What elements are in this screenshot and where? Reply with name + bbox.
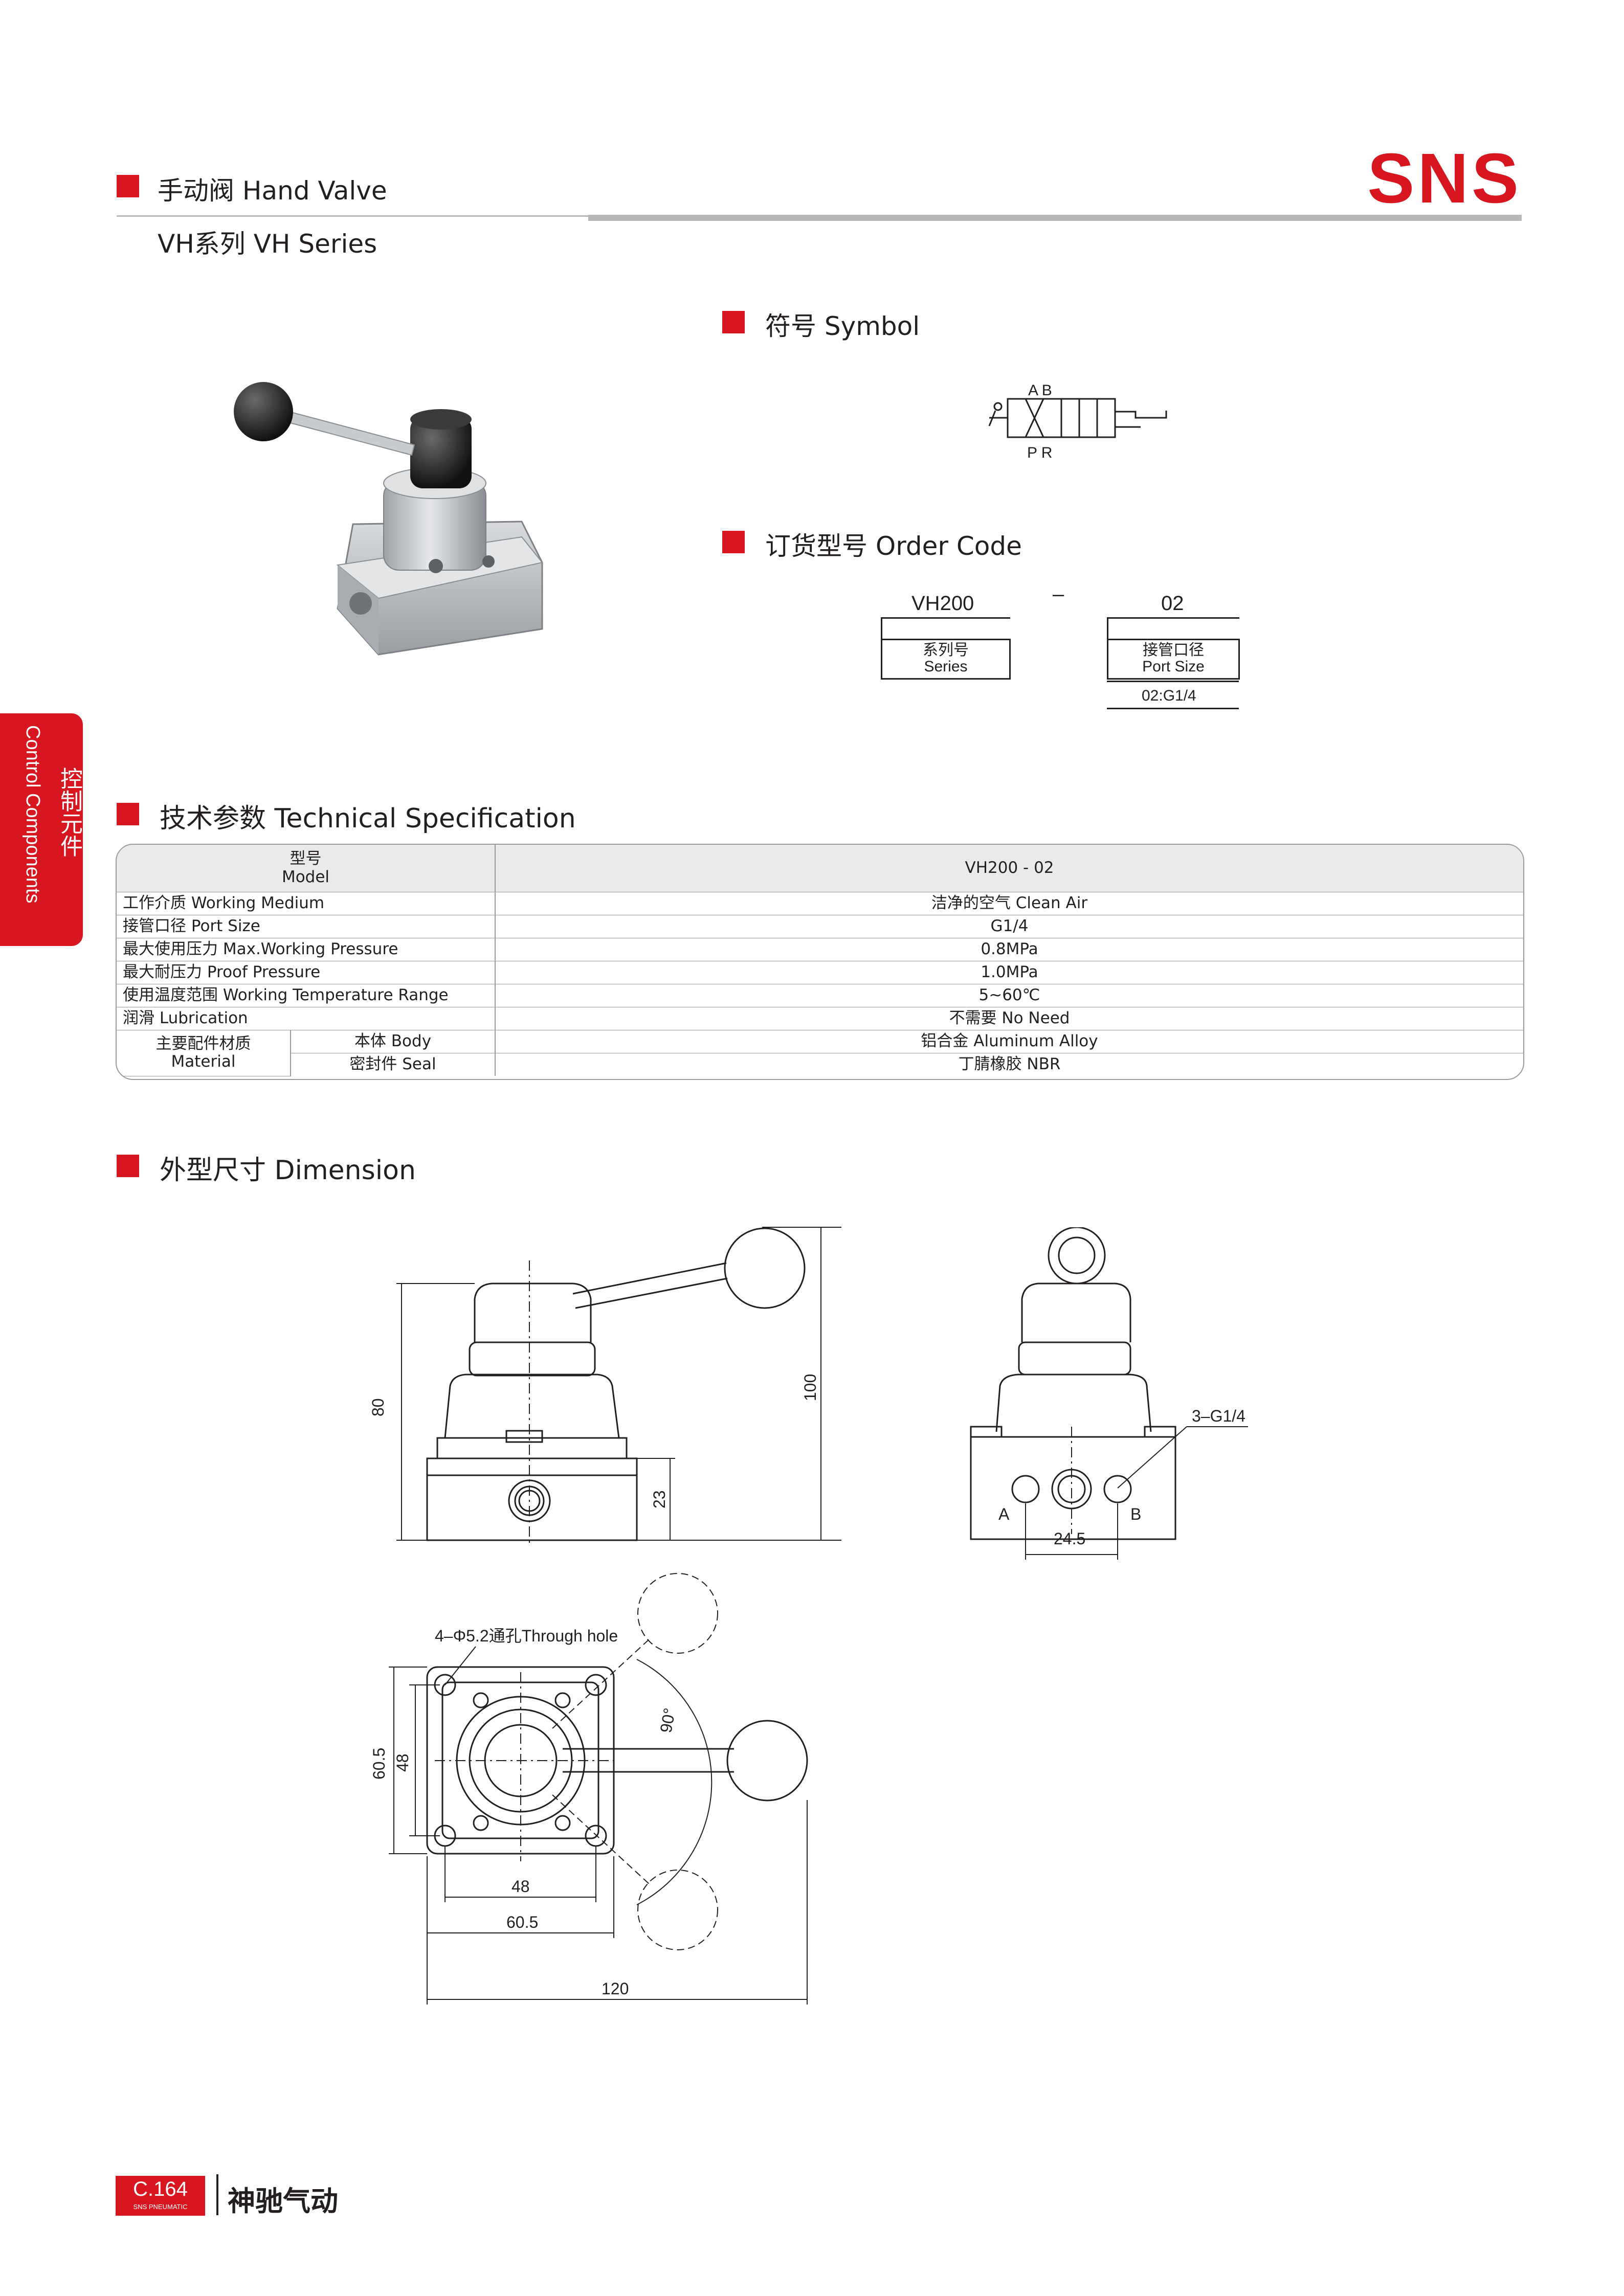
dim-side-pitch: 24.5 bbox=[1054, 1529, 1085, 1548]
order-code-heading: 订货型号 Order Code bbox=[765, 531, 1022, 561]
dim-top-w-inner: 48 bbox=[511, 1877, 530, 1896]
spec-label: 最大使用压力 Max.Working Pressure bbox=[117, 938, 496, 961]
dim-front-base-height: 23 bbox=[650, 1490, 669, 1509]
material-value: 丁腈橡胶 NBR bbox=[958, 1055, 1061, 1074]
port-label-en: Port Size bbox=[1142, 658, 1205, 675]
side-view-drawing: A B 24.5 3–G1/4 bbox=[970, 1227, 1248, 1560]
product-photo bbox=[234, 382, 543, 656]
side-port-a: A bbox=[998, 1505, 1010, 1523]
spec-heading: 技术参数 Technical Specification bbox=[160, 803, 576, 834]
footer-divider bbox=[216, 2174, 218, 2215]
page-number: C.164 bbox=[133, 2178, 188, 2200]
front-view-drawing: 80 100 23 bbox=[369, 1227, 841, 1544]
port-option-rule bbox=[1107, 681, 1239, 682]
model-header: 型号 Model bbox=[117, 845, 496, 892]
side-port-b: B bbox=[1130, 1505, 1141, 1523]
dim-top-h-outer: 60.5 bbox=[370, 1748, 388, 1780]
dim-front-lever-height: 100 bbox=[801, 1374, 819, 1401]
footer-brand: 神驰气动 bbox=[228, 2185, 338, 2217]
port-label-cn: 接管口径 bbox=[1143, 642, 1204, 659]
dim-top-w-total: 120 bbox=[602, 1979, 629, 1998]
model-underline bbox=[881, 617, 1010, 619]
material-value: 铝合金 Aluminum Alloy bbox=[495, 1030, 1523, 1053]
symbol-bottom-ports: P R bbox=[1027, 444, 1052, 461]
symbol-top-ports: A B bbox=[1028, 382, 1052, 399]
top-view-drawing: 4–Φ5.2通孔Through hole 90° 60.5 48 48 60.5… bbox=[370, 1573, 808, 2005]
model-connector bbox=[881, 617, 882, 640]
page-number-tag: C.164 SNS PNEUMATIC bbox=[116, 2176, 205, 2216]
series-label-cn: 系列号 bbox=[923, 642, 969, 659]
valve-symbol: A B P R bbox=[988, 382, 1167, 461]
side-tab-english: Control Components bbox=[22, 725, 43, 904]
order-separator: – bbox=[1053, 583, 1064, 605]
title-marker bbox=[117, 175, 139, 197]
spec-value: 1.0MPa bbox=[495, 961, 1523, 984]
material-label: 主要配件材质 Material bbox=[117, 1030, 291, 1076]
side-tab bbox=[0, 713, 83, 946]
header-rule bbox=[588, 215, 1522, 221]
material-part: 密封件 Seal bbox=[291, 1053, 496, 1076]
spec-value: 不需要 No Need bbox=[495, 1007, 1523, 1030]
spec-label: 润滑 Lubrication bbox=[117, 1007, 496, 1030]
spec-value: 0.8MPa bbox=[495, 938, 1523, 961]
port-size-box: 接管口径 Port Size bbox=[1107, 639, 1240, 680]
material-part: 本体 Body bbox=[291, 1030, 496, 1053]
order-code-marker bbox=[722, 531, 745, 553]
spec-label: 使用温度范围 Working Temperature Range bbox=[117, 984, 496, 1007]
dim-top-w-outer: 60.5 bbox=[506, 1913, 538, 1931]
order-port: 02 bbox=[1161, 592, 1184, 615]
dim-top-h-inner: 48 bbox=[393, 1753, 412, 1772]
series-box: 系列号 Series bbox=[881, 639, 1011, 680]
spec-value: 5~60℃ bbox=[495, 984, 1523, 1007]
spec-table: 型号 Model VH200 - 02 工作介质 Working Medium … bbox=[116, 844, 1524, 1080]
spec-value: G1/4 bbox=[495, 915, 1523, 938]
spec-label: 接管口径 Port Size bbox=[117, 915, 496, 938]
brand-logo: SNS bbox=[1367, 139, 1522, 218]
side-thread-note: 3–G1/4 bbox=[1192, 1407, 1245, 1425]
top-hole-note: 4–Φ5.2通孔Through hole bbox=[435, 1627, 618, 1645]
side-tab-chinese: 控制元件 bbox=[56, 767, 82, 857]
page-number-sub: SNS PNEUMATIC bbox=[133, 2203, 188, 2211]
symbol-marker bbox=[722, 311, 745, 333]
order-model: VH200 bbox=[911, 592, 974, 615]
series-label-en: Series bbox=[924, 658, 968, 675]
spec-label: 最大耐压力 Proof Pressure bbox=[117, 961, 496, 984]
dimension-heading: 外型尺寸 Dimension bbox=[160, 1155, 416, 1186]
spec-marker bbox=[117, 803, 139, 825]
dimension-marker bbox=[117, 1155, 139, 1177]
spec-value: 洁净的空气 Clean Air bbox=[495, 892, 1523, 915]
port-option: 02:G1/4 bbox=[1142, 687, 1196, 704]
top-angle: 90° bbox=[656, 1706, 679, 1734]
port-connector bbox=[1107, 617, 1108, 640]
spec-label: 工作介质 Working Medium bbox=[117, 892, 496, 915]
dim-front-height: 80 bbox=[369, 1398, 387, 1416]
port-underline bbox=[1107, 617, 1239, 619]
port-option-rule-bottom bbox=[1107, 708, 1239, 709]
series-title: VH系列 VH Series bbox=[158, 229, 377, 259]
model-value: VH200 - 02 bbox=[495, 845, 1523, 892]
symbol-heading: 符号 Symbol bbox=[765, 311, 920, 341]
page-title: 手动阀 Hand Valve bbox=[158, 176, 387, 206]
header-rule-thin bbox=[117, 215, 592, 217]
